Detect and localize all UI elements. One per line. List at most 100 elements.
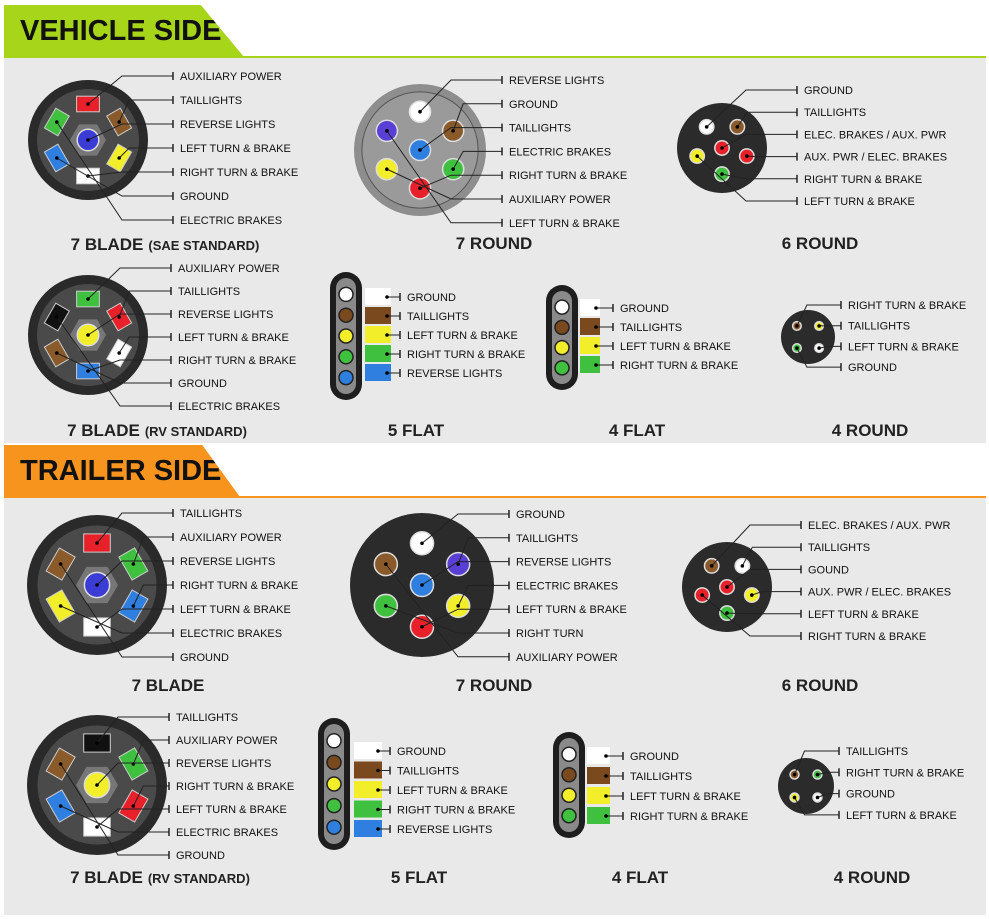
pin — [338, 286, 354, 303]
leader-line — [87, 359, 171, 372]
leader-dot — [376, 807, 380, 812]
leader-dot — [384, 604, 388, 608]
wire-color-swatch — [580, 318, 600, 335]
leader-line — [706, 89, 797, 128]
pin-function-label: TAILLIGHTS — [407, 311, 469, 323]
leader-dot — [384, 562, 388, 566]
pin-function-label: GROUND — [407, 292, 456, 304]
leader-line — [419, 79, 502, 113]
pin-function-label: LEFT TURN & BRAKE — [846, 810, 957, 822]
leader-dot — [55, 351, 59, 355]
leader-line — [452, 103, 502, 132]
wire-color-swatch — [587, 767, 610, 784]
leader-line — [56, 352, 171, 384]
pin — [326, 754, 342, 771]
leader-dot — [604, 794, 608, 798]
leader-dot — [594, 363, 598, 367]
leader-dot — [95, 541, 99, 545]
pin-function-label: REVERSE LIGHTS — [516, 557, 611, 569]
pin — [338, 307, 354, 323]
leader-line — [96, 762, 169, 786]
leader-dot — [376, 788, 380, 792]
pin-function-label: RIGHT TURN & BRAKE — [178, 355, 296, 367]
leader-line — [386, 130, 502, 224]
pin-function-label: AUXILIARY POWER — [509, 194, 611, 206]
wire-color-swatch — [587, 747, 610, 764]
wire-color-swatch — [354, 800, 382, 818]
connector-title: 4 ROUND — [834, 868, 911, 887]
leader-line — [56, 157, 173, 197]
pin-function-label: TAILLIGHTS — [176, 712, 238, 724]
leader-line — [385, 605, 509, 634]
pin-function-label: GROUND — [176, 850, 225, 862]
pin-function-label: ELECTRIC BRAKES — [509, 146, 611, 158]
pin-function-label: GOUND — [808, 564, 849, 576]
leader-dot — [418, 109, 422, 114]
pin — [338, 349, 354, 365]
pin-function-label: TAILLIGHTS — [848, 321, 910, 333]
pin — [338, 328, 354, 344]
leader-dot — [117, 156, 121, 160]
wire-color-swatch — [365, 326, 391, 343]
leader-line — [817, 771, 839, 776]
leader-dot — [604, 814, 608, 818]
leader-line — [721, 173, 797, 180]
pin-function-label: GROUND — [846, 789, 895, 801]
pin — [554, 299, 570, 315]
pin-function-label: RIGHT TURN & BRAKE — [180, 580, 298, 592]
leader-dot — [704, 125, 709, 129]
pin-function-label: GROUND — [620, 303, 669, 315]
leader-dot — [725, 611, 729, 615]
leader-dot — [695, 154, 699, 158]
connector-title: 7 BLADE — [132, 676, 205, 695]
wire-color-swatch — [587, 787, 610, 804]
leader-dot — [709, 564, 714, 568]
leader-line — [419, 174, 502, 189]
leader-dot — [131, 604, 136, 608]
leader-line — [60, 805, 169, 833]
leader-dot — [385, 352, 389, 356]
pin-function-label: AUX. PWR / ELEC. BRAKES — [808, 587, 951, 599]
pin-function-label: RIGHT TURN & BRAKE — [509, 170, 627, 182]
pin-function-label: RIGHT TURN & BRAKE — [846, 767, 964, 779]
pin-function-label: LEFT TURN & BRAKE — [620, 341, 731, 353]
leader-dot — [420, 541, 424, 546]
pin-function-label: LEFT TURN & BRAKE — [808, 609, 919, 621]
leader-line — [457, 584, 509, 607]
leader-line — [726, 612, 801, 615]
leader-dot — [58, 804, 63, 808]
leader-dot — [86, 102, 90, 106]
leader-dot — [451, 129, 455, 133]
connector-standard: (RV STANDARD) — [145, 424, 247, 439]
leader-dot — [817, 324, 821, 328]
pin-function-label: GROUND — [178, 378, 227, 390]
wire-color-swatch — [580, 299, 600, 316]
leader-line — [96, 808, 169, 828]
leader-dot — [451, 167, 455, 171]
leader-dot — [376, 749, 380, 753]
leader-dot — [385, 371, 389, 375]
leader-dot — [95, 783, 99, 787]
wire-color-swatch — [580, 356, 600, 373]
pin-function-label: TAILLIGHTS — [808, 542, 870, 554]
pin-function-label: LEFT TURN & BRAKE — [180, 604, 291, 616]
wire-color-swatch — [354, 781, 382, 798]
flat-plug-face — [552, 291, 572, 384]
pin-function-label: TAILLIGHTS — [630, 771, 692, 783]
wire-color-swatch — [587, 807, 610, 824]
pin-function-label: REVERSE LIGHTS — [407, 368, 502, 380]
leader-line — [457, 537, 509, 565]
leader-dot — [594, 306, 598, 310]
connector-name: 6 ROUND — [782, 234, 859, 253]
pin-function-label: REVERSE LIGHTS — [176, 758, 271, 770]
leader-dot — [95, 625, 99, 629]
pin-function-label: LEFT TURN & BRAKE — [509, 218, 620, 230]
pin-function-label: LEFT TURN & BRAKE — [176, 804, 287, 816]
